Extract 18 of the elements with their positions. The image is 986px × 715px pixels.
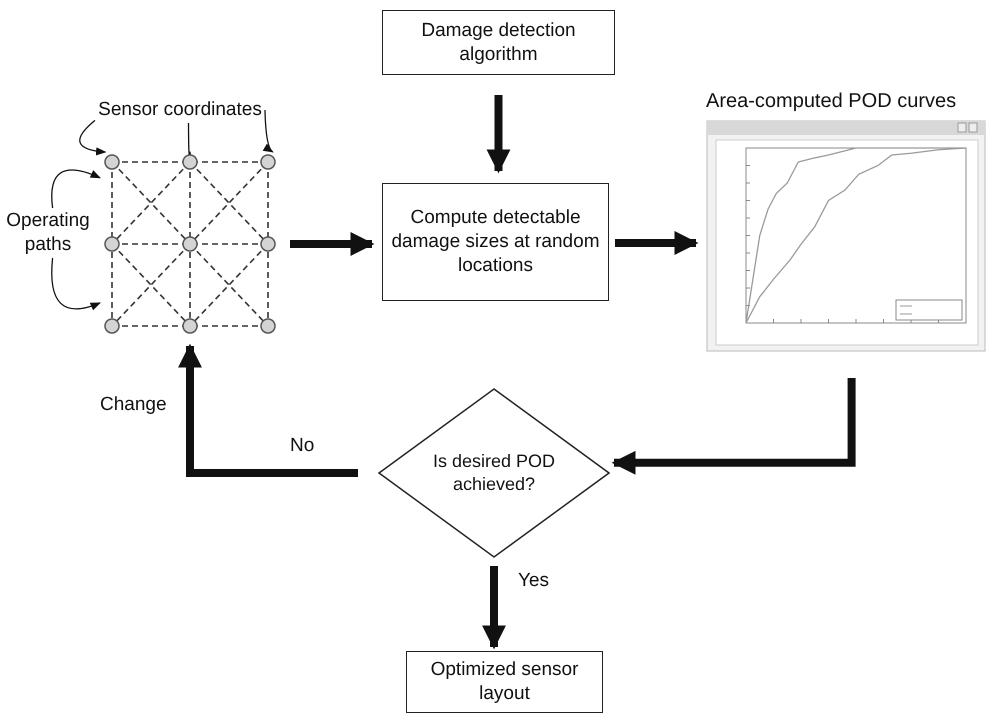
flow-arrow	[178, 344, 358, 477]
decision-text: Is desired POD achieved?	[432, 450, 556, 496]
leader-line	[51, 258, 101, 310]
leader-line	[262, 110, 274, 153]
chart-title: Area-computed POD curves	[706, 90, 958, 114]
flow-arrow	[290, 232, 374, 256]
process-box: Damage detection algorithm	[382, 10, 615, 75]
flow-note: Change	[100, 394, 167, 416]
leader-line	[51, 169, 101, 208]
flow-arrow	[612, 378, 856, 475]
annotation-text: Sensor coordinates	[95, 97, 265, 123]
flow-arrow	[486, 95, 510, 174]
leader-line	[79, 120, 106, 156]
process-box: Compute detectable damage sizes at random locations	[382, 183, 609, 301]
process-box: Optimized sensor layout	[406, 651, 603, 713]
annotation-text: Operating paths	[2, 208, 94, 258]
flow-arrow	[615, 231, 698, 255]
flow-arrow	[482, 566, 506, 650]
